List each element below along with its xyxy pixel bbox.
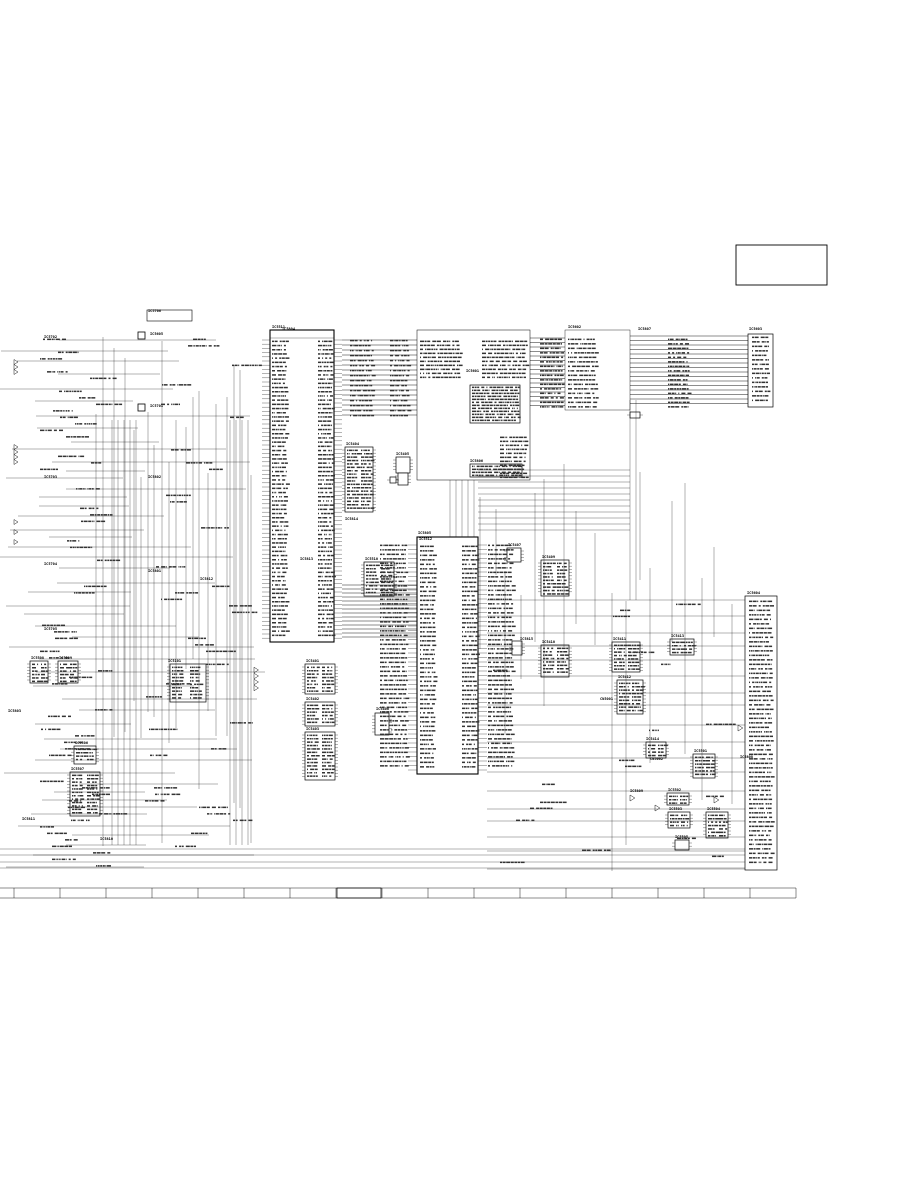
- label-ic5410: IC5410: [542, 640, 555, 644]
- small-ic-7: [397, 472, 409, 486]
- label-ic5805: IC5805: [418, 531, 431, 535]
- label-ic5508: IC5508: [31, 656, 44, 660]
- label-ic5407: IC5407: [508, 543, 521, 547]
- ic-large-left: [269, 329, 335, 643]
- label-ic5804: IC5804: [282, 327, 295, 331]
- label-ic5603: IC5603: [749, 327, 762, 331]
- label-ic5409: IC5409: [542, 555, 555, 559]
- label-ic5815: IC5815: [520, 637, 533, 641]
- label-ic5406: IC5406: [376, 707, 389, 711]
- label-ic5504: IC5504: [707, 807, 720, 811]
- label-ic5507: IC5507: [71, 767, 84, 771]
- label-ic5705: IC5705: [44, 627, 57, 631]
- label-ic5701: IC5701: [150, 404, 163, 408]
- label-ic5411: IC5411: [613, 637, 626, 641]
- label-ic5602: IC5602: [568, 325, 581, 329]
- small-ic-27: [389, 476, 397, 484]
- label-ic5803: IC5803: [8, 709, 21, 713]
- label-ic5414: IC5414: [646, 737, 659, 741]
- label-ic5405: IC5405: [396, 452, 409, 456]
- label-ic5704: IC5704: [44, 562, 57, 566]
- label-ic5702: IC5702: [44, 335, 57, 339]
- label-ic5811: IC5811: [22, 817, 35, 821]
- label-ic5801: IC5801: [148, 569, 161, 573]
- small-ic-6: [395, 456, 411, 474]
- label-ic5807: IC5807: [638, 327, 651, 331]
- ic-title-label: [146, 309, 193, 322]
- signal-labels: [32, 336, 775, 867]
- label-cn5001: CN5001: [600, 697, 613, 701]
- small-ic-26: [511, 640, 523, 656]
- label-ic5404: IC5404: [346, 442, 359, 446]
- label-ic5402: IC5402: [306, 697, 319, 701]
- label-ic5809: IC5809: [630, 789, 643, 793]
- label-ic5511: IC5511: [272, 325, 285, 329]
- label-ic5413: IC5413: [671, 634, 684, 638]
- label-ic5814: IC5814: [345, 517, 358, 521]
- ic-label-box-2: [137, 403, 146, 412]
- small-ic-28: [629, 411, 641, 419]
- label-ic5503: IC5503: [669, 807, 682, 811]
- label-ic5703: IC5703: [44, 475, 57, 479]
- label-ic5802: IC5802: [148, 475, 161, 479]
- label-ic5813: IC5813: [300, 557, 313, 561]
- label-ic5505: IC5505: [675, 835, 688, 839]
- small-ic-20: [674, 839, 690, 851]
- label-ic5810: IC5810: [100, 837, 113, 841]
- small-ic-1: [169, 663, 207, 703]
- label-ic5808: IC5808: [740, 755, 753, 759]
- label-ic5510: IC5510: [365, 557, 378, 561]
- label-ic5403: IC5403: [306, 727, 319, 731]
- title-block: [735, 244, 828, 286]
- label-ic5706: IC5706: [148, 309, 161, 313]
- label-cn5002: CN5002: [650, 757, 663, 761]
- logic-gates: [13, 359, 744, 812]
- label-ic5512: IC5512: [419, 537, 432, 541]
- ic-top-right-mid: [564, 329, 631, 411]
- label-ic5412: IC5412: [618, 675, 631, 679]
- ic-label-box-1: [137, 331, 146, 340]
- label-ic5812: IC5812: [200, 577, 213, 581]
- label-ic5501: IC5501: [694, 749, 707, 753]
- label-ic5601: IC5601: [466, 369, 479, 373]
- label-ic5502: IC5502: [668, 788, 681, 792]
- label-ic5101: IC5101: [168, 659, 181, 663]
- label-ic5806: IC5806: [470, 459, 483, 463]
- small-ic-2: [304, 663, 336, 695]
- ic-centre-large: [416, 536, 479, 775]
- label-ic5605: IC5605: [150, 332, 163, 336]
- label-ic5604: IC5604: [747, 591, 760, 595]
- label-ic5401: IC5401: [306, 659, 319, 663]
- zone-ruler: [0, 887, 797, 899]
